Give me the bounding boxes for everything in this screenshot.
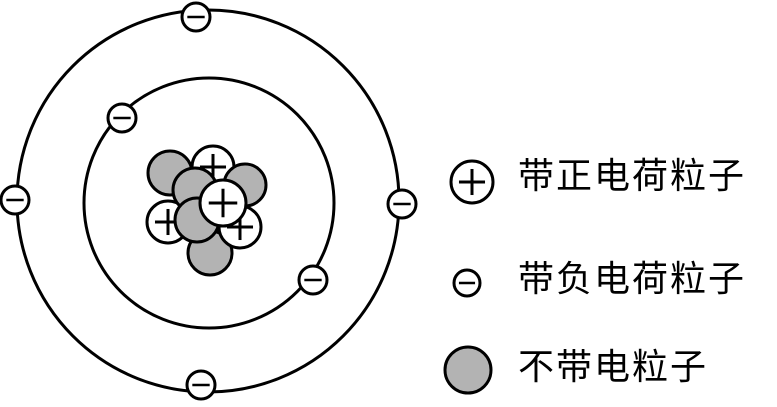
legend-negative-icon [452, 268, 482, 298]
inner-electron [106, 102, 138, 134]
outer-electron [185, 369, 217, 401]
inner-electron [297, 264, 329, 296]
outer-electron [0, 184, 31, 216]
nucleus-positive-particle [198, 178, 248, 228]
inner-orbit [82, 76, 336, 330]
legend-label-negative: 带负电荷粒子 [518, 259, 747, 300]
legend-positive-icon [449, 159, 495, 205]
legend-label-neutral: 不带电粒子 [518, 347, 709, 388]
outer-electron [180, 1, 212, 33]
outer-electron [386, 188, 418, 220]
legend-label-positive: 带正电荷粒子 [518, 156, 747, 197]
legend-neutral-icon [443, 345, 493, 395]
